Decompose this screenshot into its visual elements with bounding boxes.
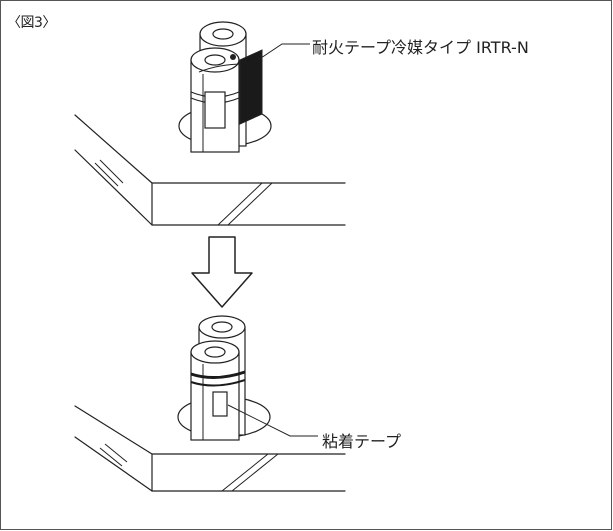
floor-slab-bottom: [74, 405, 346, 492]
floor-slab-top: [74, 114, 346, 226]
leader-line-top: [257, 43, 310, 61]
figure-label: 〈図3〉: [7, 15, 56, 31]
fire-tape-irtr-n: [239, 49, 263, 125]
callout-fire-tape: 耐火テープ冷媒タイプ IRTR-N: [312, 38, 529, 57]
refrigerant-pipes-bottom: [190, 315, 246, 441]
leader-line-bottom: [227, 404, 318, 437]
callout-adhesive-tape: 粘着テープ: [322, 432, 402, 451]
down-arrow-icon: [191, 236, 253, 308]
refrigerant-pipes-top: [190, 21, 247, 153]
